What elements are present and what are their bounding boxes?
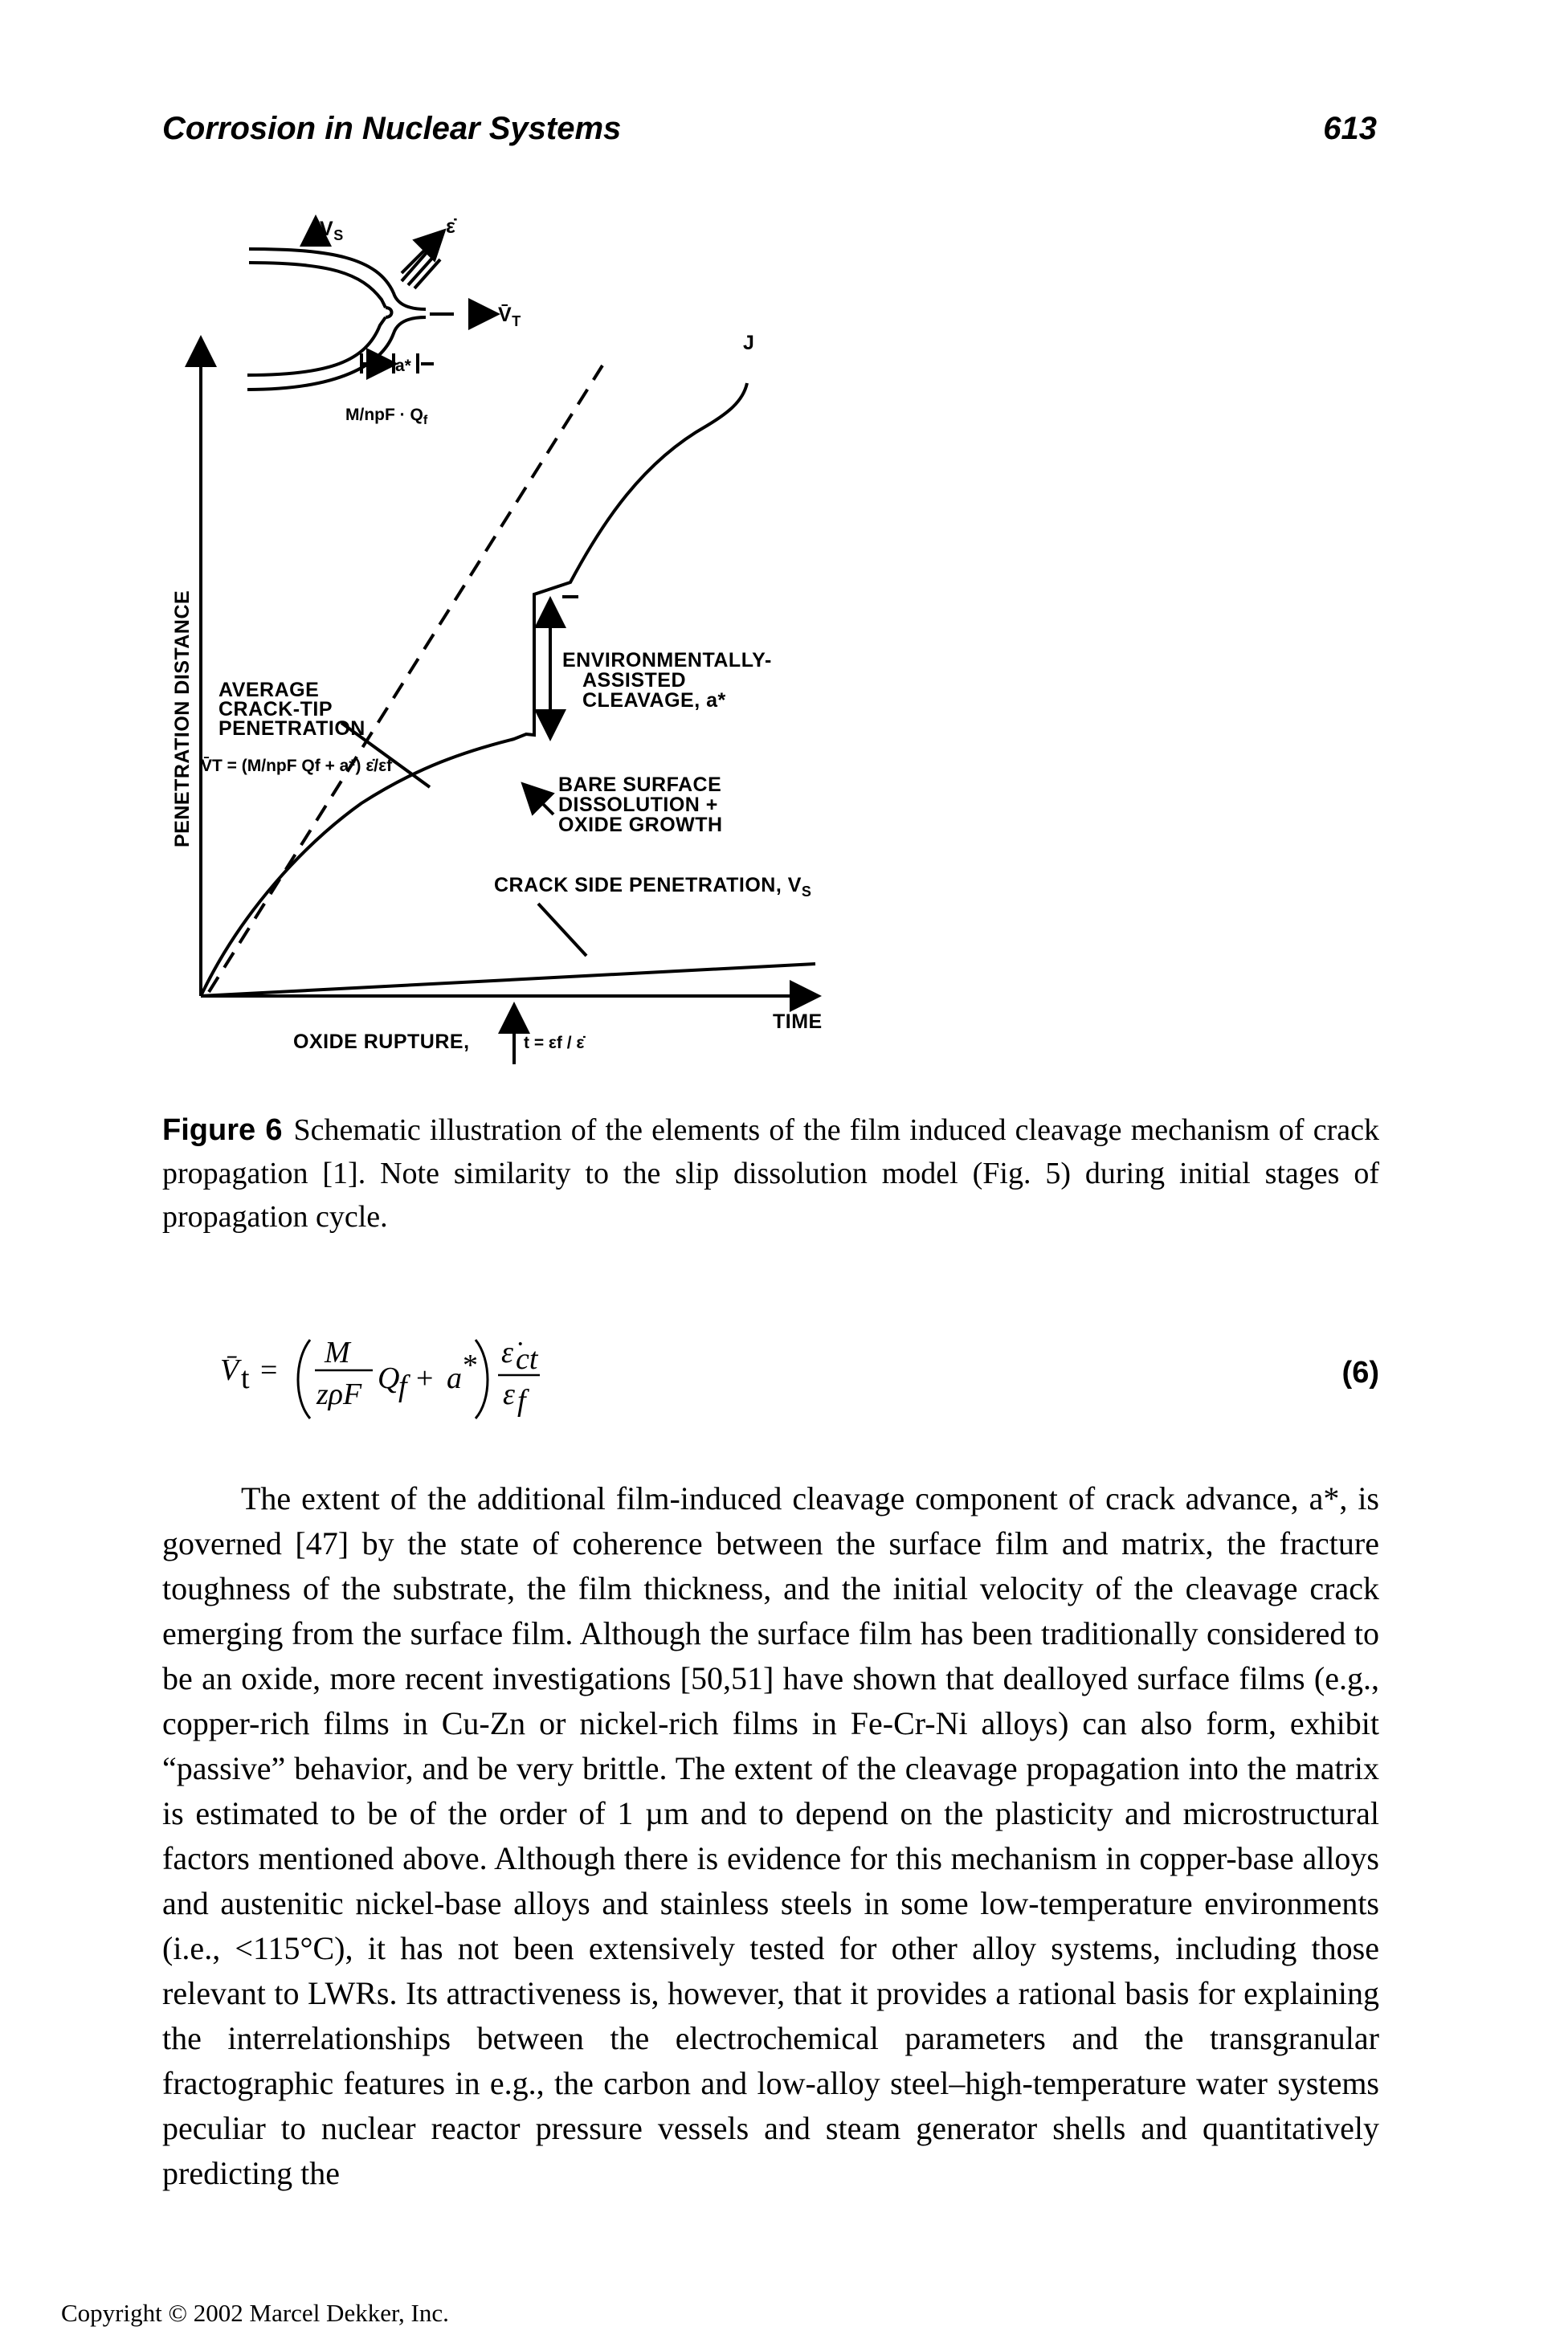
svg-text:AVERAGE: AVERAGE	[218, 679, 319, 701]
m-npf-qf-label: M/npF · Qf	[345, 406, 428, 427]
average-penetration-annotation: AVERAGE CRACK-TIP PENETRATION V̄T = (M/n…	[201, 679, 393, 775]
svg-text:ct: ct	[516, 1342, 539, 1376]
svg-text:V̄T = (M/npF Qf + a*) ε̇/εf: V̄T = (M/npF Qf + a*) ε̇/εf	[201, 757, 393, 775]
cleavage-annotation: ENVIRONMENTALLY- ASSISTED CLEAVAGE, a*	[562, 649, 772, 712]
average-penetration-line	[207, 364, 604, 994]
crack-tip-curve	[199, 382, 749, 997]
svg-text:zρF: zρF	[316, 1378, 362, 1411]
body-paragraph: The extent of the additional film-induce…	[162, 1480, 1379, 2191]
svg-text:Q: Q	[378, 1361, 399, 1395]
copyright-footer: Copyright © 2002 Marcel Dekker, Inc.	[61, 2299, 449, 2327]
page-number: 613	[1323, 111, 1377, 146]
svg-text:+: +	[416, 1361, 433, 1395]
penetration-curves	[199, 364, 816, 1064]
svg-text:=: =	[260, 1353, 277, 1387]
svg-text:OXIDE GROWTH: OXIDE GROWTH	[558, 814, 723, 836]
vt-arrow-label: V̄T	[498, 303, 521, 329]
equation-number: (6)	[1341, 1356, 1379, 1390]
svg-text:a: a	[447, 1361, 462, 1395]
figure-6-svg: VS ε̇ V̄T a* M/npF · Qf J PENETRATION DI…	[171, 214, 823, 1064]
a-star-label: a*	[395, 357, 412, 375]
svg-text:PENETRATION: PENETRATION	[218, 717, 365, 740]
strain-rate-label: ε̇	[446, 215, 457, 238]
svg-text:CRACK-TIP: CRACK-TIP	[218, 698, 333, 720]
crack-side-label: CRACK SIDE PENETRATION, VS	[494, 874, 811, 900]
equation-svg: V̄ t = M zρF Q f + a * ε̇ ct ε f	[220, 1336, 540, 1419]
svg-text:f: f	[398, 1369, 410, 1403]
running-header-title: Corrosion in Nuclear Systems	[162, 111, 622, 146]
j-label: J	[743, 332, 754, 354]
svg-text:f: f	[517, 1384, 529, 1418]
svg-text:ε: ε	[503, 1378, 515, 1411]
svg-text:BARE SURFACE: BARE SURFACE	[558, 773, 721, 796]
bare-surface-annotation: BARE SURFACE DISSOLUTION + OXIDE GROWTH	[558, 773, 723, 836]
svg-text:V̄: V̄	[220, 1353, 242, 1387]
crack-side-line	[200, 962, 816, 998]
time-axis-label: TIME	[773, 1010, 823, 1033]
svg-text:DISSOLUTION +: DISSOLUTION +	[558, 794, 718, 816]
rupture-time-label: t = εf / ε̇	[524, 1034, 586, 1052]
svg-text:*: *	[463, 1349, 478, 1382]
figure-label: Figure 6	[162, 1113, 283, 1147]
caption-text: Schematic illustration of the elements o…	[162, 1113, 1379, 1234]
svg-text:ASSISTED: ASSISTED	[582, 669, 686, 692]
equation-6: V̄ t = M zρF Q f + a * ε̇ ct ε f	[220, 1324, 1379, 1420]
crack-tip-schematic	[247, 214, 500, 391]
oxide-rupture-label: OXIDE RUPTURE,	[293, 1031, 470, 1053]
svg-text:CLEAVAGE, a*: CLEAVAGE, a*	[582, 689, 726, 712]
y-axis-label: PENETRATION DISTANCE	[171, 590, 194, 847]
svg-text:t: t	[241, 1361, 250, 1395]
chart-axes	[185, 335, 822, 1012]
figure-6-schematic: VS ε̇ V̄T a* M/npF · Qf J PENETRATION DI…	[153, 205, 876, 1096]
svg-text:ENVIRONMENTALLY-: ENVIRONMENTALLY-	[562, 649, 772, 671]
svg-text:M: M	[324, 1336, 352, 1369]
body-text: The extent of the additional film-induce…	[162, 1476, 1379, 2196]
vs-top-label: VS	[320, 218, 344, 243]
